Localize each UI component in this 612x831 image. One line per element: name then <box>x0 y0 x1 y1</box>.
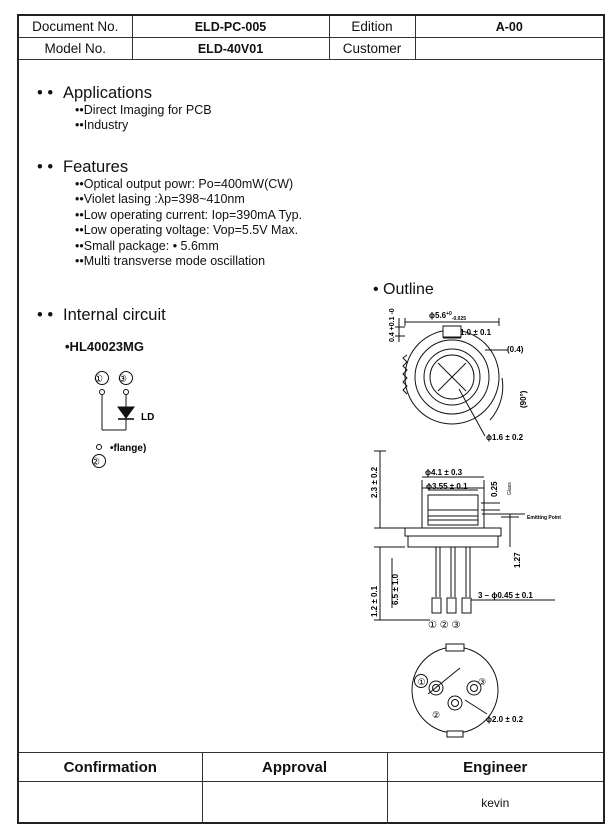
features-item: Low operating current: Iop=390mA Typ. <box>75 208 302 223</box>
internal-circuit-title: Internal circuit <box>63 306 166 324</box>
outline-bottom-view <box>411 643 499 738</box>
circuit-pin3-label: ③ <box>118 374 127 385</box>
dim-window: ϕ1.6 ± 0.2 <box>486 433 524 442</box>
emitting-point-label: Emitting Point <box>527 515 561 521</box>
bottom-pin2-label: ② <box>432 710 440 720</box>
approval-label: Approval <box>201 752 388 782</box>
dim-cap-inner: ϕ3.55 ± 0.1 <box>426 482 468 491</box>
flange-label: •flange) <box>110 443 146 454</box>
features-item: Violet lasing :λp=398~410nm <box>75 192 302 207</box>
bottom-pin1-label: ① <box>418 677 426 687</box>
ld-label: LD <box>141 412 154 423</box>
features-section: • •Features Optical output powr: Po=400m… <box>37 158 302 269</box>
dim-cap-outer: ϕ4.1 ± 0.3 <box>425 468 463 477</box>
dim-diameter: ϕ5.6+0-0.025 <box>429 311 466 322</box>
document-no-label: Document No. <box>19 16 133 38</box>
glass-label: Glass <box>507 482 513 495</box>
applications-item: Direct Imaging for PCB <box>75 103 212 118</box>
applications-item: Industry <box>75 118 212 133</box>
model-no-label: Model No. <box>19 37 133 60</box>
outline-side-view <box>374 450 555 621</box>
dim-flange-thickness: 1.2 ± 0.1 <box>370 585 379 617</box>
features-item: Multi transverse mode oscillation <box>75 254 302 269</box>
confirmation-label: Confirmation <box>19 752 203 782</box>
header-table: Document No. ELD-PC-005 Edition A-00 Mod… <box>19 16 603 60</box>
dim-lead-length: 6.5 ± 1.0 <box>391 573 400 605</box>
customer-label: Customer <box>328 37 416 60</box>
circuit-pin1-label: ① <box>94 374 103 385</box>
engineer-signature: kevin <box>386 781 603 824</box>
features-item: Optical output powr: Po=400mW(CW) <box>75 177 302 192</box>
internal-circuit-diagram <box>92 371 135 468</box>
customer-value <box>414 37 603 60</box>
datasheet-frame: Document No. ELD-PC-005 Edition A-00 Mod… <box>17 14 605 824</box>
bottom-pin3-label: ③ <box>478 677 486 687</box>
dim-angle: (90°) <box>519 390 528 408</box>
engineer-label: Engineer <box>386 752 603 782</box>
pin-labels: ① ② ③ <box>428 620 460 631</box>
bottom-pin1-marker <box>414 674 428 688</box>
features-item: Low operating voltage: Vop=5.5V Max. <box>75 223 302 238</box>
applications-title: Applications <box>63 84 152 102</box>
dim-pin-circle: ϕ2.0 ± 0.2 <box>486 715 524 724</box>
approval-signature <box>201 781 388 824</box>
dim-leads: 3 – ϕ0.45 ± 0.1 <box>478 591 533 600</box>
dim-flange: 1.27 <box>513 552 522 568</box>
dim-height: 2.3 ± 0.2 <box>370 466 379 498</box>
features-title: Features <box>63 158 129 176</box>
internal-circuit-section: • •Internal circuit <box>37 306 166 324</box>
dim-notch-depth: (0.4) <box>507 345 524 354</box>
circuit-part-number: •HL40023MG <box>65 339 144 354</box>
circuit-pin2-label: ② <box>91 457 100 468</box>
confirmation-signature <box>19 781 203 824</box>
dim-top-offset: 0.4 +0.1 -0 <box>389 308 396 342</box>
applications-section: • •Applications Direct Imaging for PCB I… <box>37 84 212 134</box>
dim-glass: 0.25 <box>490 481 499 497</box>
outline-top-view <box>395 318 508 437</box>
dim-notch-width: 1.0 ± 0.1 <box>460 328 492 337</box>
signature-table: Confirmation Approval Engineer kevin <box>19 752 603 824</box>
features-item: Small package: • 5.6mm <box>75 239 302 254</box>
outline-title: • Outline <box>373 281 434 298</box>
